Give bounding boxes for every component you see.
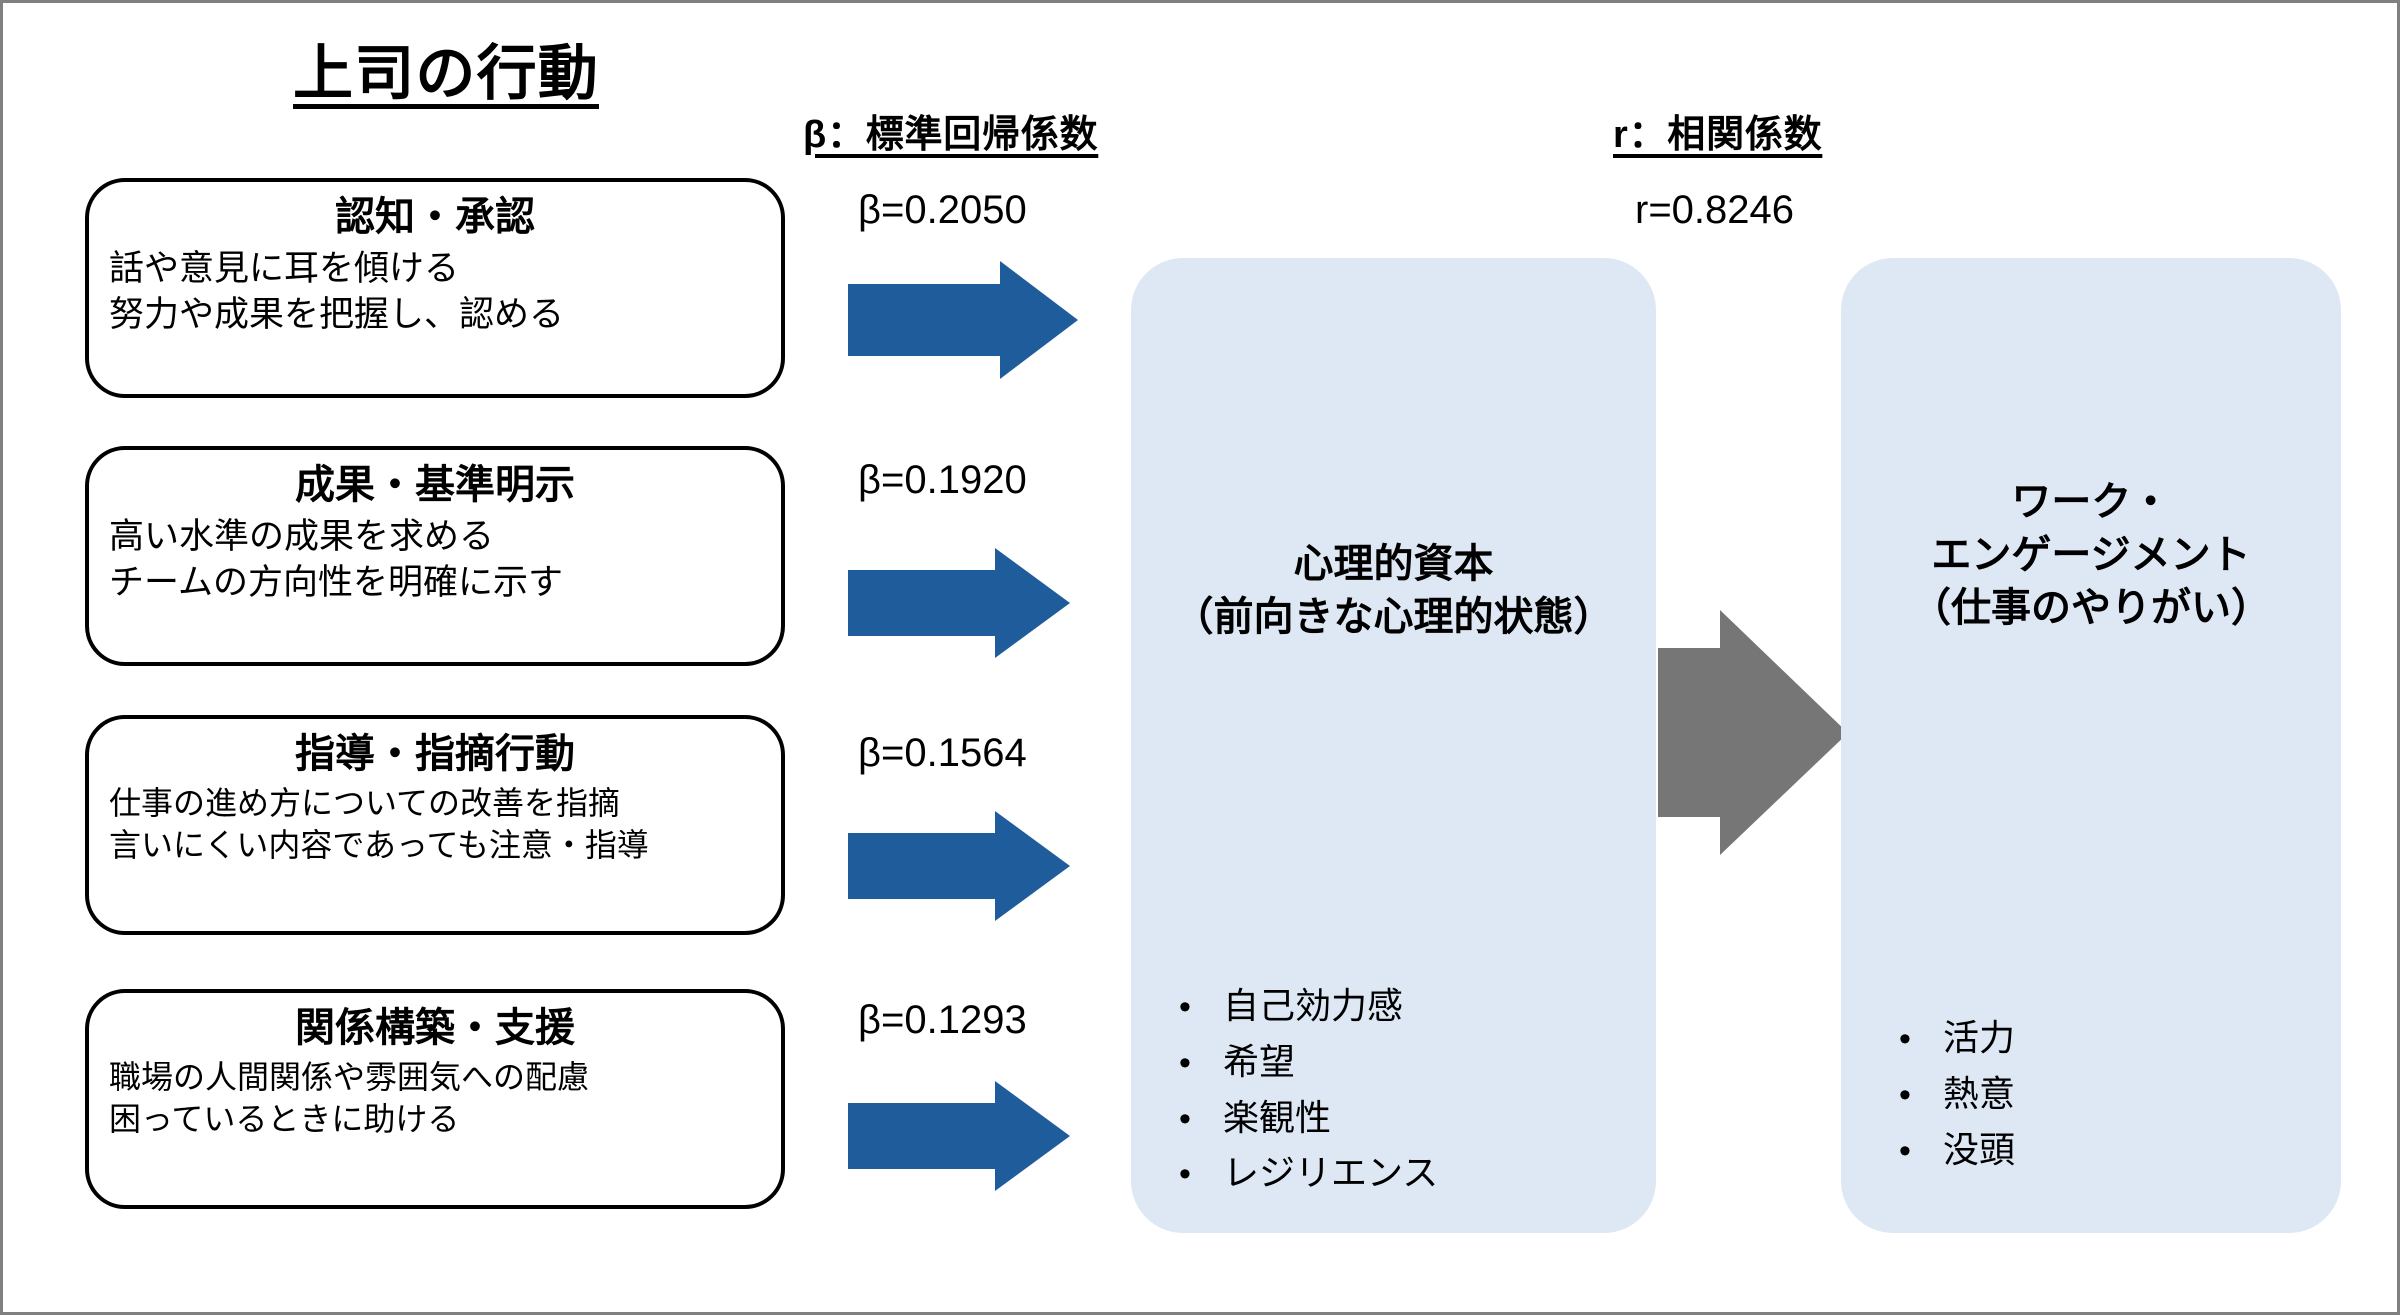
list-item-label: 熱意 bbox=[1943, 1072, 2016, 1114]
r-value: r=0.8246 bbox=[1635, 188, 1795, 232]
list-item: • 楽観性 bbox=[1179, 1090, 1438, 1146]
behavior-detail-line: 高い水準の成果を求める bbox=[109, 517, 495, 556]
behavior-title: 認知・承認 bbox=[335, 195, 535, 239]
panel-engagement-heading: ワーク・ エンゲージメント （仕事のやりがい） bbox=[1841, 476, 2341, 634]
list-item-label: 没頭 bbox=[1943, 1128, 2016, 1170]
behavior-detail-line: 言いにくい内容であっても注意・指導 bbox=[109, 826, 649, 863]
bullet-icon: • bbox=[1179, 988, 1191, 1026]
page-title: 上司の行動 bbox=[293, 40, 599, 107]
bullet-icon: • bbox=[1179, 1155, 1191, 1194]
list-item-label: 希望 bbox=[1223, 1040, 1296, 1082]
list-item-label: 楽観性 bbox=[1223, 1096, 1332, 1138]
bullet-icon: • bbox=[1899, 1020, 1911, 1058]
right-arrow-icon-2 bbox=[848, 548, 1070, 658]
list-item: • レジリエンス bbox=[1179, 1145, 1438, 1201]
behavior-box-recognition: 認知・承認 話や意見に耳を傾ける 努力や成果を把握し、認める bbox=[85, 178, 785, 398]
panel-capital-list: • 自己効力感 • 希望 • 楽観性 • レジリエンス bbox=[1179, 978, 1438, 1201]
behavior-box-relationship: 関係構築・支援 職場の人間関係や雰囲気への配慮 困っているときに助ける bbox=[85, 989, 785, 1209]
list-item: • 希望 bbox=[1179, 1034, 1438, 1090]
behavior-detail-line: 困っているときに助ける bbox=[109, 1100, 460, 1137]
panel-engagement-title-1: ワーク・ bbox=[2011, 480, 2171, 524]
behavior-box-standards: 成果・基準明示 高い水準の成果を求める チームの方向性を明確に示す bbox=[85, 446, 785, 666]
panel-engagement-title-2: エンゲージメント bbox=[1931, 532, 2251, 577]
behavior-detail-line: 職場の人間関係や雰囲気への配慮 bbox=[109, 1059, 590, 1095]
beta-value-2: β=0.1920 bbox=[858, 458, 1027, 502]
list-item-label: レジリエンス bbox=[1223, 1152, 1439, 1194]
panel-capital-heading: 心理的資本 （前向きな心理的状態） bbox=[1131, 538, 1656, 644]
behavior-title: 成果・基準明示 bbox=[295, 463, 575, 507]
bullet-icon: • bbox=[1179, 1043, 1191, 1082]
list-item-label: 自己効力感 bbox=[1223, 985, 1404, 1026]
bullet-icon: • bbox=[1899, 1131, 1911, 1170]
beta-value-1: β=0.2050 bbox=[858, 188, 1027, 232]
right-arrow-icon-center bbox=[1658, 610, 1848, 855]
list-item: • 活力 bbox=[1899, 1010, 2015, 1066]
beta-value-3: β=0.1564 bbox=[858, 731, 1027, 775]
right-arrow-icon-1 bbox=[848, 261, 1078, 379]
behavior-title: 関係構築・支援 bbox=[295, 1006, 575, 1050]
right-arrow-icon-3 bbox=[848, 811, 1070, 921]
panel-engagement-subtitle: （仕事のやりがい） bbox=[1911, 585, 2271, 630]
panel-capital-subtitle: （前向きな心理的状態） bbox=[1173, 594, 1614, 639]
list-item: • 自己効力感 bbox=[1179, 978, 1438, 1034]
behavior-box-guidance: 指導・指摘行動 仕事の進め方についての改善を指摘 言いにくい内容であっても注意・… bbox=[85, 715, 785, 935]
list-item: • 没頭 bbox=[1899, 1122, 2015, 1178]
behavior-detail-line: 仕事の進め方についての改善を指摘 bbox=[109, 785, 621, 821]
list-item-label: 活力 bbox=[1943, 1017, 2016, 1058]
beta-legend-label: β：標準回帰係数 bbox=[803, 114, 1099, 156]
panel-psychological-capital: 心理的資本 （前向きな心理的状態） • 自己効力感 • 希望 • 楽観性 • レ… bbox=[1131, 258, 1656, 1233]
r-legend-label: r：相関係数 bbox=[1613, 114, 1823, 156]
panel-engagement-list: • 活力 • 熱意 • 没頭 bbox=[1899, 1010, 2015, 1177]
beta-value-4: β=0.1293 bbox=[858, 998, 1027, 1042]
behavior-title: 指導・指摘行動 bbox=[295, 732, 575, 776]
list-item: • 熱意 bbox=[1899, 1066, 2015, 1122]
behavior-detail-line: チームの方向性を明確に示す bbox=[109, 562, 563, 602]
right-arrow-icon-4 bbox=[848, 1081, 1070, 1191]
behavior-detail-line: 話や意見に耳を傾ける bbox=[109, 249, 460, 288]
bullet-icon: • bbox=[1899, 1075, 1911, 1114]
panel-capital-title: 心理的資本 bbox=[1293, 542, 1494, 586]
behavior-detail-line: 努力や成果を把握し、認める bbox=[109, 294, 565, 334]
bullet-icon: • bbox=[1179, 1099, 1191, 1138]
panel-work-engagement: ワーク・ エンゲージメント （仕事のやりがい） • 活力 • 熱意 • 没頭 bbox=[1841, 258, 2341, 1233]
